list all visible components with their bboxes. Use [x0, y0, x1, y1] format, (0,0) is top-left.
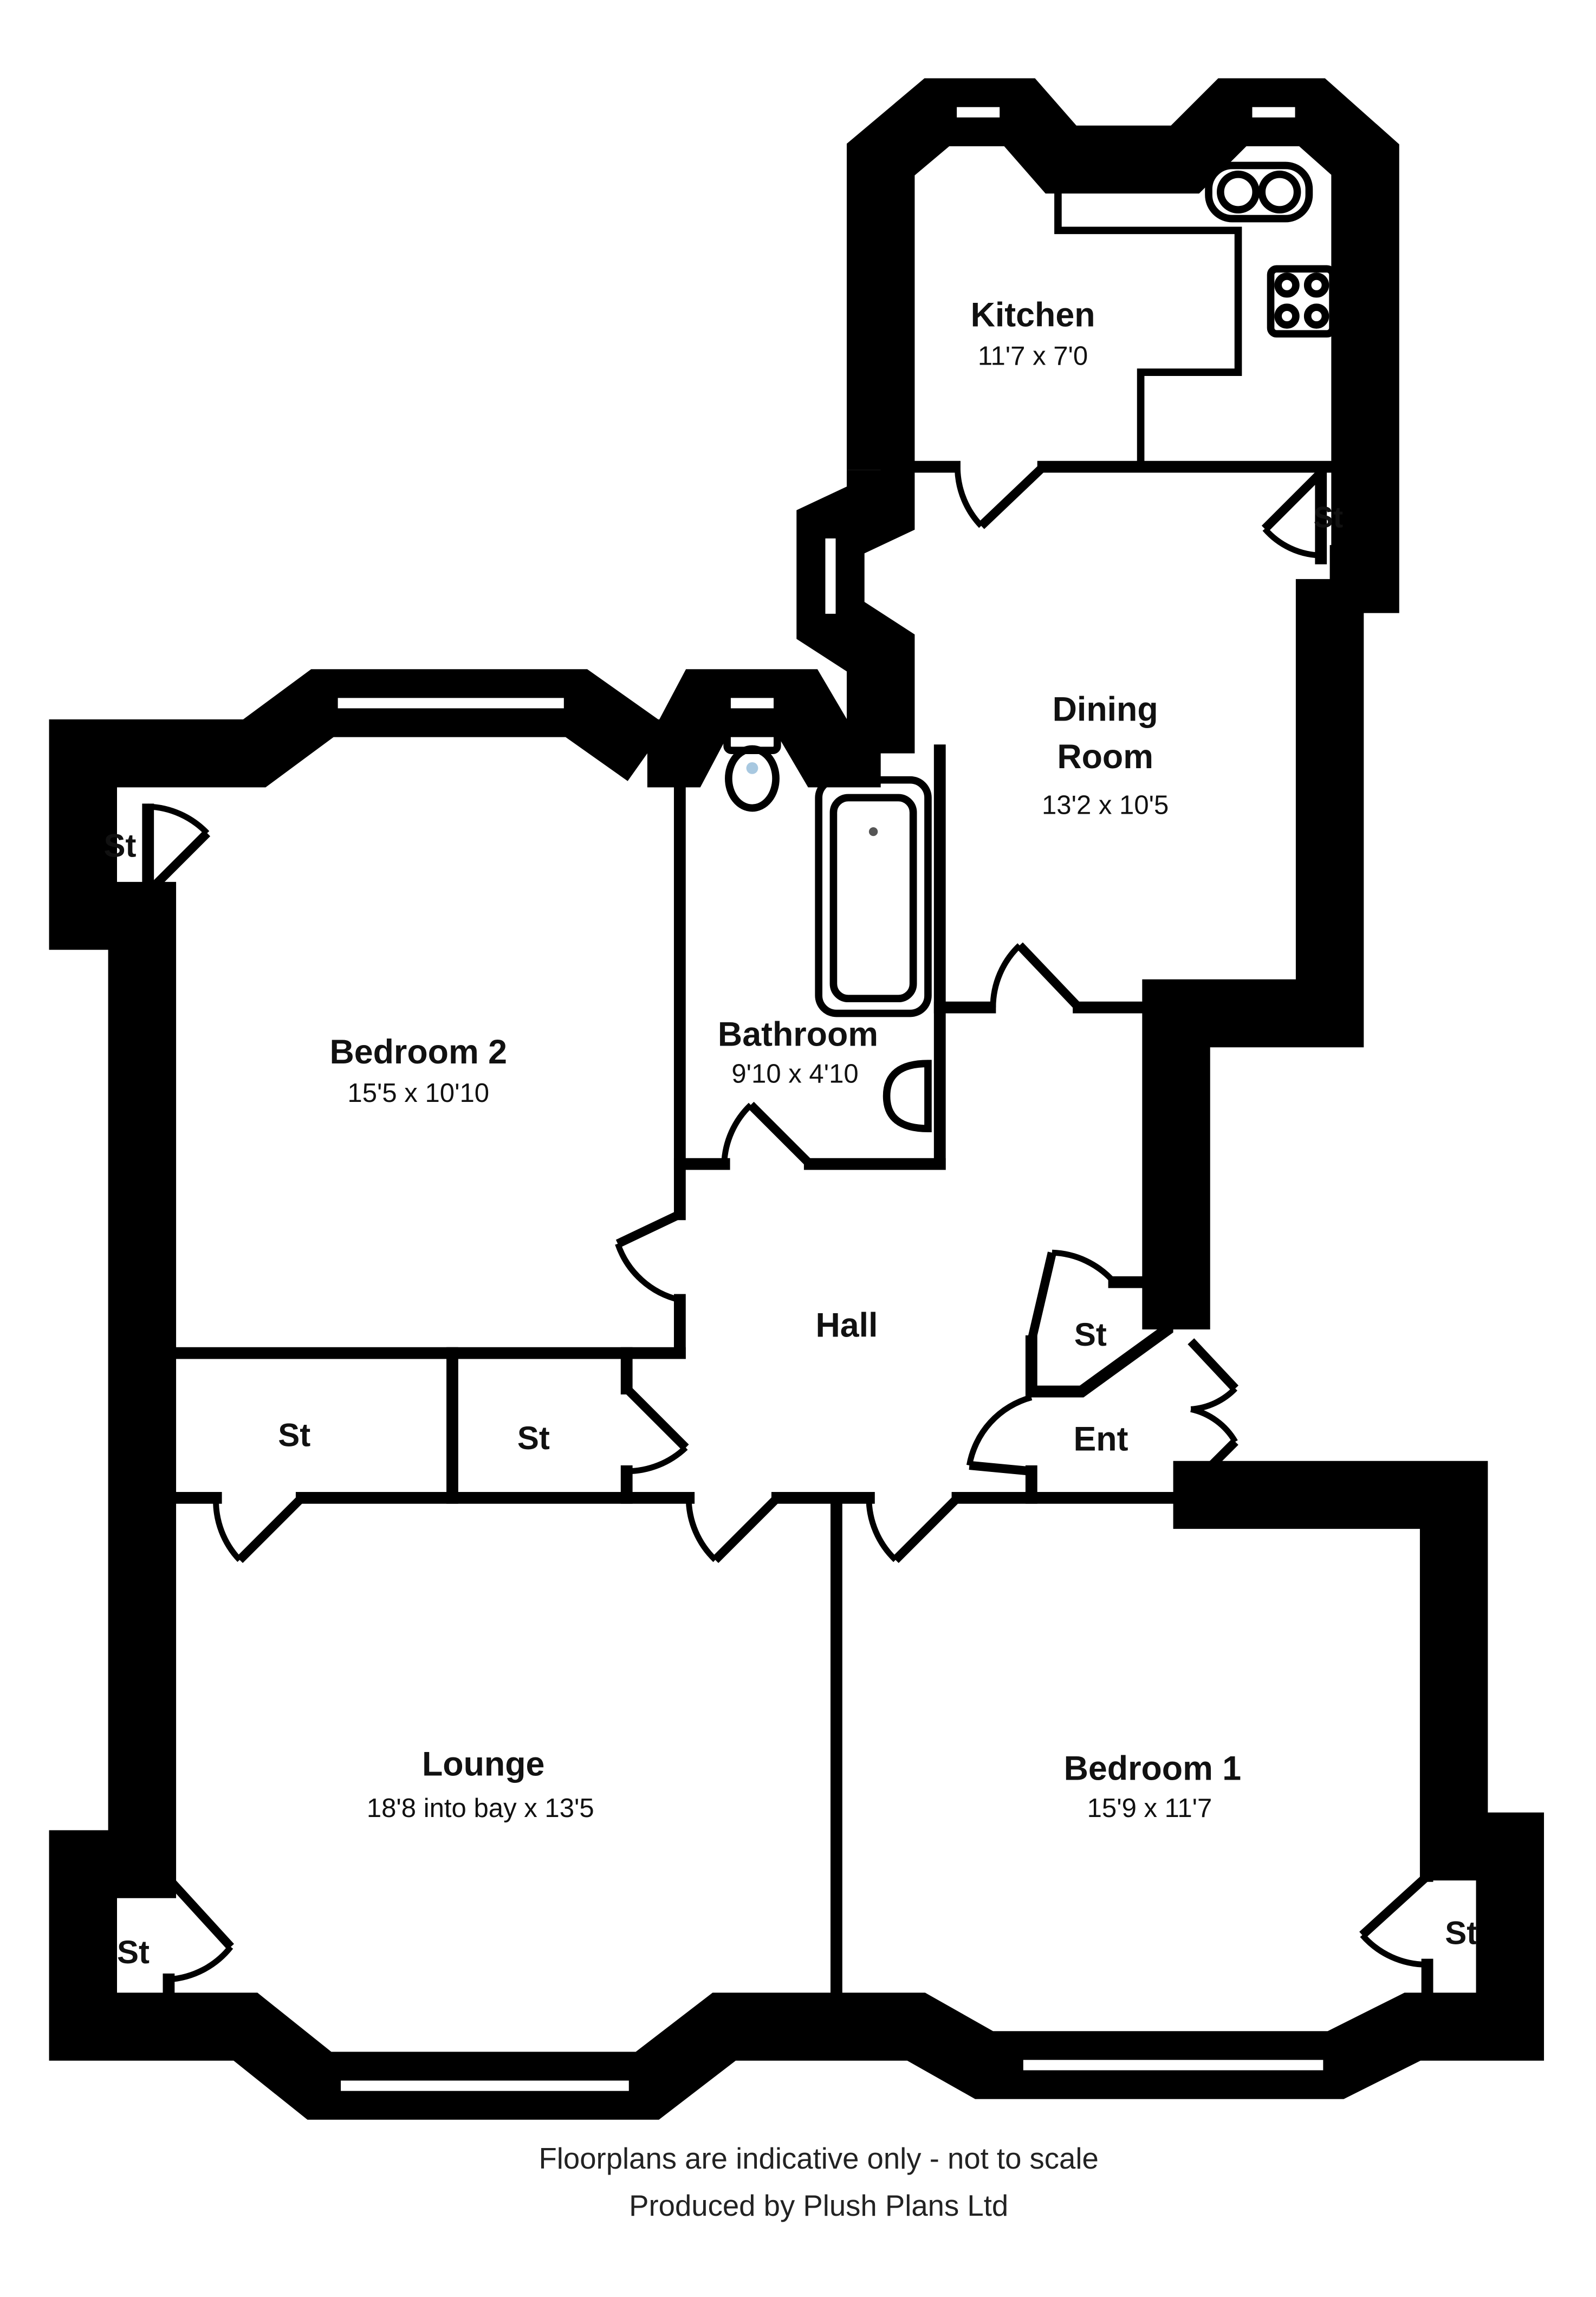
storage-label-hall-cupboard: St — [1074, 1316, 1107, 1353]
window-kitchen-left — [949, 100, 1007, 125]
kitchen-name: Kitchen — [971, 296, 1095, 334]
window-lounge-bay — [333, 2073, 637, 2099]
windows — [330, 100, 1331, 2099]
lounge-name: Lounge — [422, 1745, 544, 1783]
kitchen-exterior-wall — [846, 78, 1399, 613]
bathroom-dimensions: 9'10 x 4'10 — [731, 1060, 858, 1089]
hob-ring-icon — [1274, 272, 1300, 298]
door-front-entrance — [1188, 1338, 1239, 1489]
door-store-lounge — [213, 1495, 305, 1563]
bedroom2-dimensions: 15'5 x 10'10 — [347, 1079, 489, 1108]
bedroom2-exterior-wall — [49, 669, 1544, 2120]
storage-label-lounge: St — [117, 1934, 150, 1970]
door-lounge — [685, 1495, 781, 1563]
sink-bowl-left-icon — [1217, 170, 1260, 214]
door-bedroom2-store — [145, 803, 211, 896]
door-dining-store — [1261, 469, 1325, 559]
wall-hall-cupboard — [1025, 1276, 1173, 1398]
washbasin-icon — [883, 1060, 932, 1133]
storage-label-middle: St — [517, 1420, 550, 1456]
dining-dimensions: 13'2 x 10'5 — [1042, 790, 1169, 820]
door-hall-cupboard — [1027, 1249, 1117, 1342]
dining-name-line2: Room — [1057, 738, 1153, 776]
storage-label-bedroom1: St — [1445, 1915, 1477, 1951]
door-store-hall — [623, 1385, 689, 1475]
door-dining-hall — [990, 942, 1082, 1011]
window-bedroom2 — [330, 690, 572, 716]
door-bedroom1-store — [1359, 1872, 1431, 1968]
bathtub — [815, 776, 932, 1017]
exterior-walls — [49, 78, 1544, 2120]
lounge-dimensions: 18'8 into bay x 13'5 — [367, 1794, 594, 1823]
footer: Floorplans are indicative only - not to … — [539, 2142, 1099, 2222]
toilet-water-icon — [746, 762, 758, 774]
door-bathroom — [721, 1101, 813, 1167]
door-bedroom2 — [615, 1210, 682, 1303]
bedroom1-dimensions: 15'9 x 11'7 — [1087, 1794, 1212, 1823]
storage-label-left: St — [278, 1417, 310, 1453]
toilet-bowl-icon — [725, 745, 780, 812]
entrance-name: Ent — [1073, 1420, 1128, 1458]
storage-label-bedroom2: St — [103, 827, 136, 864]
kitchen-dimensions: 11'7 x 7'0 — [978, 341, 1088, 371]
bathroom-name: Bathroom — [718, 1015, 878, 1053]
hall-name: Hall — [815, 1307, 878, 1345]
storage-labels: St St St St St St St — [103, 501, 1477, 1970]
bathtub-inner — [829, 794, 917, 1003]
window-bathroom — [723, 690, 781, 716]
hob-ring-icon — [1303, 272, 1329, 298]
bath-tap-icon — [868, 827, 878, 836]
footer-credit: Produced by Plush Plans Ltd — [629, 2189, 1008, 2222]
dining-right-wall — [1142, 579, 1364, 1330]
door-bedroom1 — [866, 1495, 961, 1563]
kitchen-sink — [1205, 161, 1313, 223]
window-bedroom1 — [1016, 2052, 1331, 2078]
room-labels: Kitchen 11'7 x 7'0 Dining Room 13'2 x 10… — [329, 296, 1241, 1823]
bedroom1-name: Bedroom 1 — [1064, 1750, 1242, 1788]
hob-ring-icon — [1303, 303, 1329, 329]
footer-disclaimer: Floorplans are indicative only - not to … — [539, 2142, 1099, 2175]
dining-name-line1: Dining — [1053, 691, 1158, 729]
bathroom-fittings — [723, 726, 932, 1133]
door-entrance-inner — [966, 1394, 1033, 1476]
kitchen-worktop — [1054, 177, 1242, 464]
kitchen-hob — [1267, 265, 1337, 338]
interior-walls — [142, 460, 1433, 2024]
door-lounge-store — [165, 1876, 234, 1983]
window-kitchen-right — [1244, 100, 1303, 125]
door-kitchen — [955, 463, 1047, 529]
kitchen-fittings — [1054, 161, 1337, 464]
bedroom2-name: Bedroom 2 — [329, 1033, 507, 1071]
hob-ring-icon — [1274, 303, 1300, 329]
window-dining-bay — [818, 531, 844, 621]
storage-label-dining: St — [1314, 501, 1344, 534]
doors — [145, 463, 1431, 1983]
sink-bowl-right-icon — [1258, 170, 1301, 214]
